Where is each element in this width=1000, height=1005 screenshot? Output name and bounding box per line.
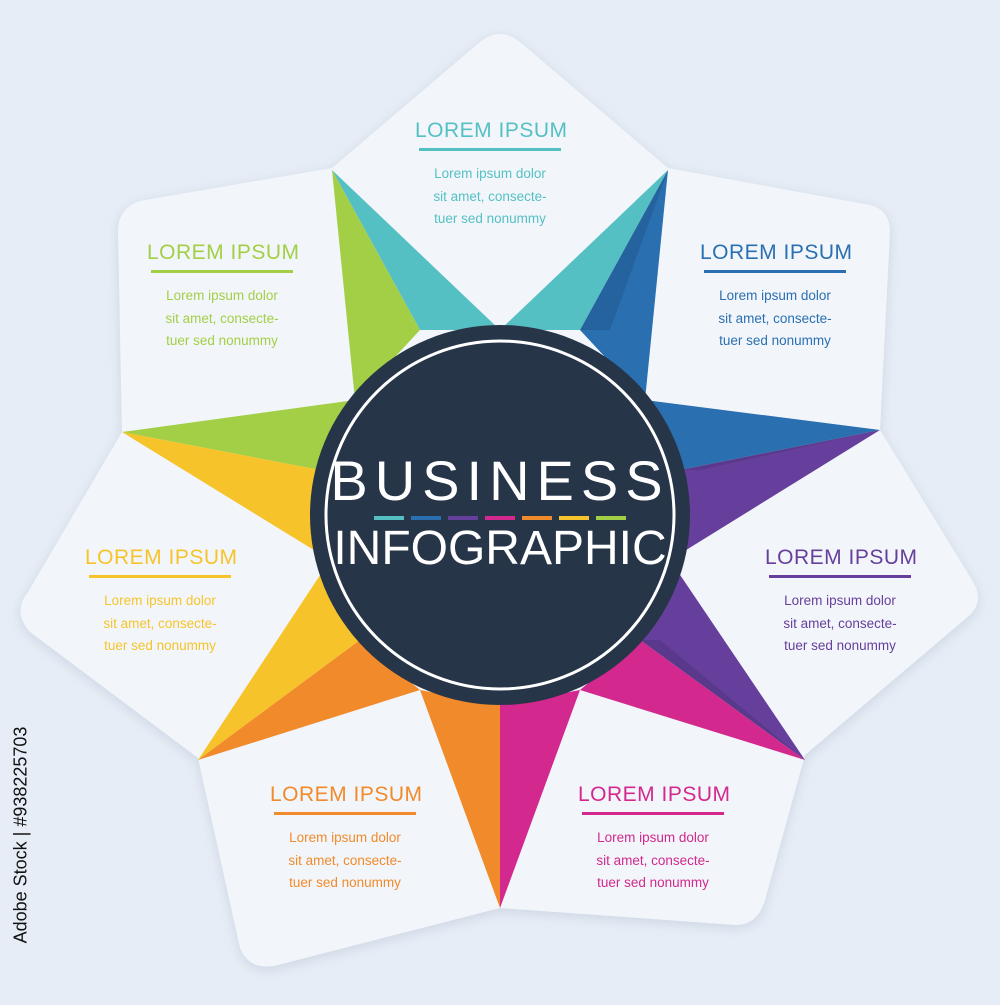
dash-yellow: [559, 516, 589, 520]
star-facet-purple: [680, 430, 880, 470]
segment-title: LOREM IPSUM: [765, 546, 918, 569]
segment-title: LOREM IPSUM: [578, 783, 731, 806]
center-title-line2: INFOGRAPHIC: [333, 522, 667, 575]
segment-body-line: sit amet, consecte-: [718, 310, 832, 326]
segment-underline: [419, 148, 561, 151]
star-point-magenta-b: [500, 690, 580, 908]
segment-body: Lorem ipsum dolor sit amet, consecte-tuer…: [700, 285, 850, 353]
segment-underline: [274, 812, 416, 815]
stock-id: Adobe Stock | #938225703: [6, 727, 36, 944]
star-point-yellow-a: [198, 560, 360, 760]
star-point-teal-a: [332, 170, 500, 330]
segment-label-orange: LOREM IPSUM Lorem ipsum dolor sit amet, co…: [270, 782, 423, 895]
segment-body: Lorem ipsum dolor sit amet, consecte-tuer…: [765, 590, 915, 658]
segment-body-line: sit amet, consecte-: [103, 615, 217, 631]
star-point-purple-b: [640, 560, 805, 760]
segment-body-line: sit amet, consecte-: [783, 615, 897, 631]
segment-body-line: Lorem ipsum dolor: [289, 830, 401, 845]
segment-body: Lorem ipsum dolor sit amet, consecte-tuer…: [270, 827, 420, 895]
dash-green: [596, 516, 626, 520]
center-ring: [324, 339, 676, 691]
segment-body: Lorem ipsum dolor sit amet, consecte-tuer…: [415, 163, 565, 231]
segment-label-yellow: LOREM IPSUM Lorem ipsum dolor sit amet, co…: [85, 545, 238, 658]
segment-body-line: tuer sed nonummy: [166, 333, 278, 348]
segment-underline: [769, 575, 911, 578]
segment-label-teal: LOREM IPSUM Lorem ipsum dolor sit amet, co…: [415, 118, 568, 231]
star-point-yellow-a: [122, 432, 330, 560]
segment-body-line: tuer sed nonummy: [597, 875, 709, 890]
dash-blue: [411, 516, 441, 520]
segment-body: Lorem ipsum dolor sit amet, consecte-tuer…: [147, 285, 297, 353]
dash-teal: [374, 516, 404, 520]
center-title-line1: BUSINESS: [330, 449, 670, 512]
star-point-orange-a: [420, 690, 500, 908]
segment-body-line: tuer sed nonummy: [784, 638, 896, 653]
star-point-blue-b: [645, 400, 880, 470]
star-point-green-a: [122, 400, 355, 470]
segment-body-line: Lorem ipsum dolor: [597, 830, 709, 845]
segment-underline: [89, 575, 231, 578]
star-facet-blue: [580, 170, 668, 330]
segment-underline: [151, 270, 293, 273]
segment-body: Lorem ipsum dolor sit amet, consecte-tuer…: [578, 827, 728, 895]
segment-underline: [582, 812, 724, 815]
segment-title: LOREM IPSUM: [85, 546, 238, 569]
star-points: [122, 170, 880, 908]
segment-body-line: sit amet, consecte-: [596, 852, 710, 868]
segment-body-line: Lorem ipsum dolor: [784, 593, 896, 608]
segment-body-line: sit amet, consecte-: [165, 310, 279, 326]
segment-label-green: LOREM IPSUM Lorem ipsum dolor sit amet, co…: [147, 240, 300, 353]
segment-body-line: tuer sed nonummy: [434, 211, 546, 226]
star-point-purple-b: [670, 430, 880, 560]
segment-body-line: sit amet, consecte-: [288, 852, 402, 868]
dash-magenta: [485, 516, 515, 520]
segment-label-purple: LOREM IPSUM Lorem ipsum dolor sit amet, co…: [765, 545, 918, 658]
segment-body: Lorem ipsum dolor sit amet, consecte-tuer…: [85, 590, 235, 658]
segment-title: LOREM IPSUM: [700, 241, 853, 264]
segment-label-magenta: LOREM IPSUM Lorem ipsum dolor sit amet, co…: [578, 782, 731, 895]
segment-body-line: Lorem ipsum dolor: [434, 166, 546, 181]
color-dashes: [374, 516, 626, 522]
center-title: BUSINESS INFOGRAPHIC: [320, 448, 680, 578]
segment-title: LOREM IPSUM: [147, 241, 300, 264]
stock-id-text: Adobe Stock | #938225703: [10, 726, 31, 944]
dash-purple: [448, 516, 478, 520]
segment-body-line: tuer sed nonummy: [289, 875, 401, 890]
segment-body-line: Lorem ipsum dolor: [166, 288, 278, 303]
segment-label-blue: LOREM IPSUM Lorem ipsum dolor sit amet, co…: [700, 240, 853, 353]
segment-title: LOREM IPSUM: [415, 119, 568, 142]
segment-body-line: Lorem ipsum dolor: [719, 288, 831, 303]
segment-body-line: sit amet, consecte-: [433, 188, 547, 204]
dash-orange: [522, 516, 552, 520]
segment-underline: [704, 270, 846, 273]
star-point-green-a: [332, 170, 420, 400]
segment-body-line: tuer sed nonummy: [719, 333, 831, 348]
segment-body-line: Lorem ipsum dolor: [104, 593, 216, 608]
center-circle: [310, 325, 690, 705]
star-point-teal-b: [500, 170, 668, 330]
segment-body-line: tuer sed nonummy: [104, 638, 216, 653]
star-point-orange-a: [198, 640, 420, 760]
star-point-magenta-b: [580, 640, 805, 760]
star-point-blue-b: [580, 170, 668, 400]
segment-title: LOREM IPSUM: [270, 783, 423, 806]
star-facet-magenta: [640, 640, 805, 760]
